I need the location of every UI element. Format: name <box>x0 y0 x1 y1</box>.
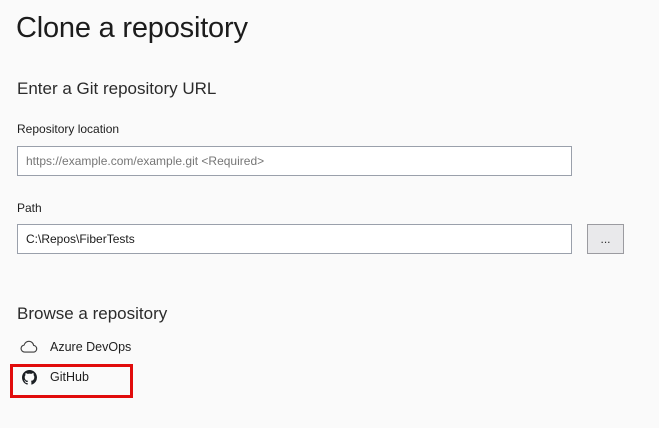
browse-path-button[interactable]: ... <box>587 224 624 254</box>
url-section-heading: Enter a Git repository URL <box>17 79 217 98</box>
browse-section-heading: Browse a repository <box>17 304 168 323</box>
browse-item-label: GitHub <box>50 370 89 384</box>
path-label: Path <box>17 201 42 215</box>
browse-item-label: Azure DevOps <box>50 340 132 354</box>
page-title: Clone a repository <box>16 12 248 44</box>
github-icon <box>20 369 38 385</box>
browse-item-github[interactable]: GitHub <box>20 369 89 385</box>
browse-item-azure-devops[interactable]: Azure DevOps <box>20 339 131 355</box>
azure-devops-cloud-icon <box>20 339 38 355</box>
repository-location-input[interactable] <box>17 146 572 176</box>
repository-location-label: Repository location <box>17 122 120 136</box>
path-input[interactable] <box>17 224 572 254</box>
